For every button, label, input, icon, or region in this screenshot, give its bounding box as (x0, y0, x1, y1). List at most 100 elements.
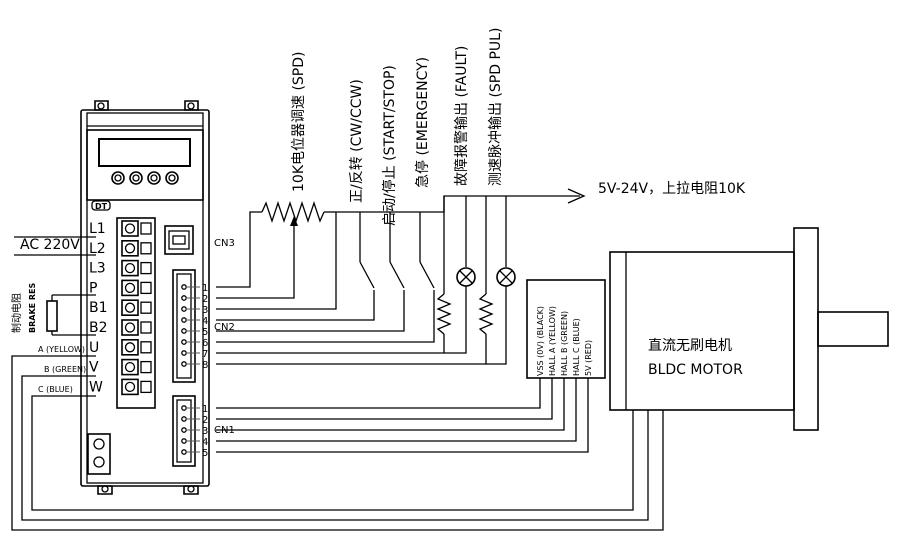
terminal-screw[interactable] (121, 240, 139, 257)
cn2-pin-label: 1 (202, 283, 208, 294)
mounting-hole-icon (97, 102, 105, 110)
terminal-label-l1: L1 (89, 221, 106, 237)
terminal-screw[interactable] (121, 319, 139, 336)
keypad-button[interactable] (111, 171, 125, 185)
cw-ccw-label: 正/反转 (CW/CCW) (349, 79, 365, 203)
cn2-pin-label: 6 (202, 338, 208, 349)
cn2-pin-dot (181, 339, 187, 345)
encoder-connector (87, 433, 111, 475)
cn1-pin-label: 3 (202, 426, 208, 437)
phase-a-label: A (YELLOW) (38, 345, 85, 354)
cn1-pin-label: 1 (202, 404, 208, 415)
supply-arrow-icon (567, 188, 586, 204)
screw-head-icon (124, 243, 136, 254)
lcd-display (98, 138, 191, 167)
keypad-button[interactable] (165, 171, 179, 185)
pot-wire-pin3 (216, 212, 337, 310)
terminal-screw[interactable] (121, 299, 139, 317)
terminal-label-b1: B1 (89, 300, 108, 316)
pot-wire-pin1 (216, 211, 262, 288)
phase-a-wire (11, 355, 664, 531)
cn2-pin-dot (181, 328, 187, 334)
cn1-pin-dot (181, 416, 187, 422)
terminal-label-p: P (89, 280, 97, 296)
hall-c-wire (216, 378, 577, 442)
brand-logo-text: DT (95, 202, 108, 211)
cn1-pin-dot (181, 449, 187, 455)
cn2-pin-dot (181, 306, 187, 312)
hall-a-wire (216, 378, 553, 420)
terminal-screw[interactable] (121, 338, 139, 356)
motor-flange (793, 227, 819, 431)
cw-ccw-switch[interactable] (359, 261, 375, 289)
hall-b-label: HALL B (GREEN) (560, 311, 569, 376)
terminal-screw[interactable] (121, 279, 139, 297)
hall-vss-label: VSS (0V) (BLACK) (536, 306, 545, 376)
hall-a-label: HALL A (YELLOW) (548, 306, 557, 376)
pot-wiper-wire (216, 224, 295, 299)
keypad-button[interactable] (147, 171, 161, 185)
fault-label: 故障报警输出 (FAULT) (454, 46, 470, 186)
cn2-pin-label: 2 (202, 294, 208, 305)
driver-body (80, 109, 210, 487)
pullup-label: 5V-24V，上拉电阻10K (598, 181, 746, 197)
phase-b-wire (21, 375, 649, 521)
emergency-switch[interactable] (419, 261, 435, 289)
cn1-pin-label: 5 (202, 448, 208, 459)
emergency-wire (216, 290, 435, 343)
spd-pul-wire (216, 334, 487, 365)
fault-wire (216, 334, 445, 354)
brake-res-label-en: BRAKE RES (28, 282, 37, 333)
keypad-button[interactable] (129, 171, 143, 185)
terminal-screw[interactable] (121, 358, 139, 376)
phase-b-label: B (GREEN) (44, 365, 86, 374)
spd-pul-label: 测速脉冲输出 (SPD PUL) (488, 28, 504, 186)
cn2-pin-dot (181, 350, 187, 356)
bldc-motor: 直流无刷电机 BLDC MOTOR (526, 227, 889, 431)
cn2-pin-label: 4 (202, 316, 208, 327)
cn2-pin-label: 5 (202, 327, 208, 338)
cn1-pin-label: 4 (202, 437, 208, 448)
hall-sensor-connector (526, 279, 606, 379)
cw-ccw-wire (216, 290, 375, 321)
screw-head-icon (124, 223, 136, 234)
motor-label-cn: 直流无刷电机 (648, 337, 732, 354)
hall-5v-label: 5V (RED) (584, 340, 593, 376)
cn2-pin-label: 3 (202, 305, 208, 316)
cn2-pin-dot (181, 361, 187, 367)
display-panel (86, 129, 204, 201)
terminal-label-v: V (89, 360, 99, 376)
cn1-connector (172, 395, 196, 467)
hall-5v-wire (216, 378, 589, 453)
motor-label-en: BLDC MOTOR (648, 362, 743, 378)
terminal-label-w: W (89, 379, 103, 395)
cn1-pin-label: 2 (202, 415, 208, 426)
motor-body (609, 251, 795, 411)
screw-head-icon (124, 381, 136, 393)
terminal-label-l2: L2 (89, 241, 106, 257)
mounting-hole-icon (101, 485, 109, 493)
hall-vss-wire (216, 378, 541, 409)
terminal-screw[interactable] (121, 378, 139, 396)
driver-unit: DT (80, 100, 210, 495)
terminal-label-b2: B2 (89, 320, 108, 336)
pullup-supply-wire (430, 195, 580, 213)
brake-res-label-cn: 制动电阻 (10, 293, 23, 333)
terminal-screw[interactable] (121, 220, 139, 237)
mounting-hole-icon (187, 102, 195, 110)
fault-pullup-resistor (436, 293, 452, 335)
start-stop-switch[interactable] (389, 261, 405, 289)
phase-c-wire (31, 395, 634, 511)
terminal-screw[interactable] (121, 259, 139, 277)
cn1-pin-dot (181, 438, 187, 444)
brand-logo (91, 200, 111, 211)
hall-b-wire (216, 378, 565, 431)
potentiometer-symbol (261, 200, 325, 224)
cn2-connector (172, 269, 196, 383)
cn2-label: CN2 (214, 322, 235, 333)
terminal-label-u: U (89, 340, 99, 356)
mounting-hole-icon (187, 485, 195, 493)
screw-head-icon (124, 361, 136, 373)
cn1-pin-dot (181, 427, 187, 433)
